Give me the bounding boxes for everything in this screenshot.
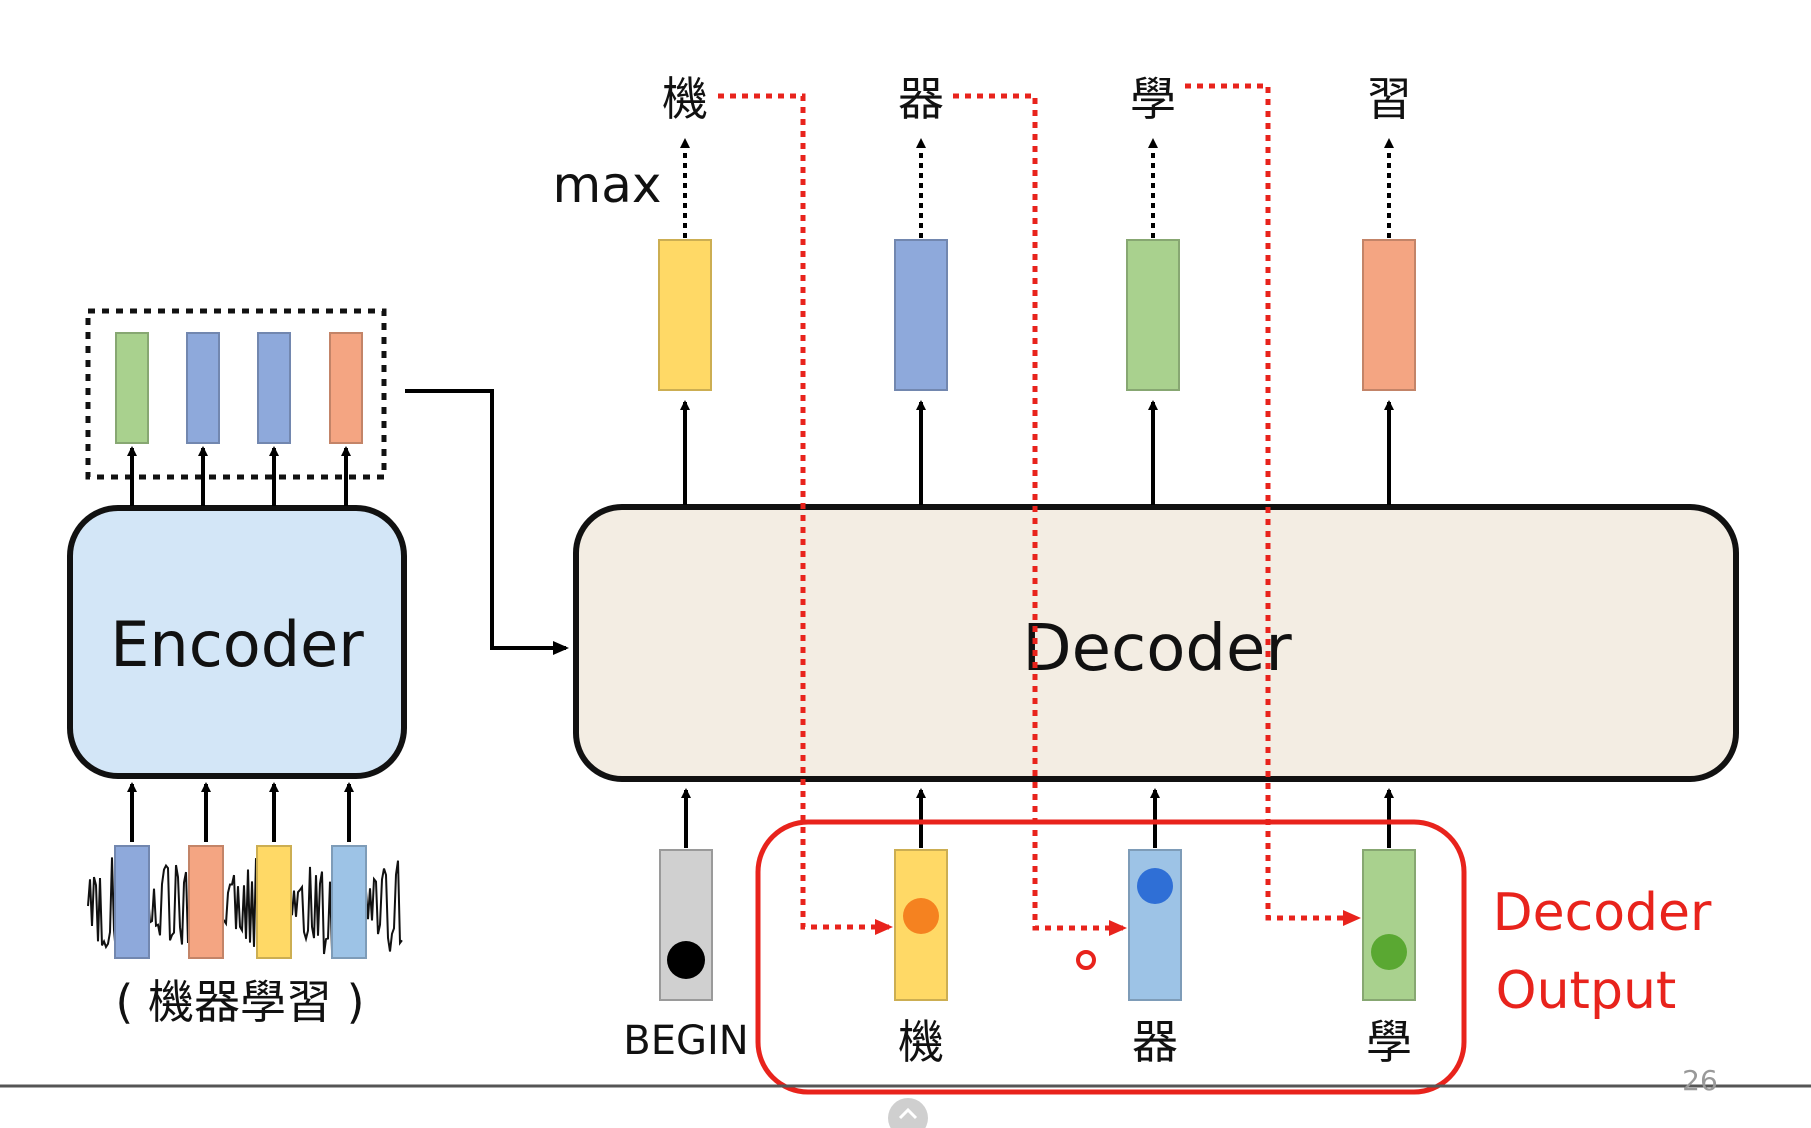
decoder-input-token-dot <box>1137 868 1173 904</box>
highlight-label-line2: Output <box>1496 961 1677 1021</box>
encoder-input-label: ( 機器學習 ) <box>115 975 364 1029</box>
chevron-up-icon <box>898 1107 918 1120</box>
encoder-label: Encoder <box>110 608 364 681</box>
decoder-input-token-dot <box>903 898 939 934</box>
encoder-output-vector <box>329 332 363 444</box>
decoder-input-arrows <box>681 788 1394 848</box>
encoder-input-vector <box>188 845 224 959</box>
decoder-input-vectors <box>659 849 1416 1001</box>
scroll-up-button[interactable] <box>888 1098 928 1128</box>
feedback-arrow <box>953 93 1127 936</box>
decoder-output-vectors <box>658 239 1416 391</box>
encoder-output-vectors <box>115 332 363 444</box>
decoder-output-tokens: 機器學習 <box>662 72 1412 126</box>
decoder-output-token: 器 <box>898 72 944 126</box>
encoder-output-vector <box>186 332 220 444</box>
encoder-to-decoder-connector <box>405 389 569 655</box>
decoder-output-arrows <box>680 138 1394 505</box>
decoder-output-token: 習 <box>1366 72 1412 126</box>
encoder-input-vector <box>331 845 367 959</box>
decoder-input-tokens: 機器學 <box>898 1015 1412 1069</box>
begin-label: BEGIN <box>623 1018 748 1064</box>
highlight-label-line1: Decoder <box>1493 883 1712 943</box>
encoder-output-vector <box>115 332 149 444</box>
decoder-input-vector <box>1362 849 1416 1001</box>
encoder-output-box <box>85 308 387 480</box>
slide-number: 26 <box>1682 1064 1718 1097</box>
decoder-output-token: 機 <box>662 72 708 126</box>
decoder-output-token: 學 <box>1130 72 1176 126</box>
encoder-output-arrows <box>127 446 351 506</box>
decoder-label: Decoder <box>1022 612 1292 686</box>
encoder-input-vector <box>256 845 292 959</box>
feedback-arrows <box>718 83 1361 936</box>
decoder-output-highlight-box <box>755 819 1467 1095</box>
decoder-input-token: 學 <box>1366 1015 1412 1069</box>
encoder-output-vector <box>257 332 291 444</box>
feedback-arrow <box>1185 83 1361 926</box>
decoder-input-token: 機 <box>898 1015 944 1069</box>
encoder-input-vectors <box>114 845 367 959</box>
cursor-indicator <box>1076 950 1096 970</box>
begin-token-dot <box>667 941 705 979</box>
decoder-output-vector <box>1126 239 1180 391</box>
encoder-input-vector <box>114 845 150 959</box>
decoder-output-vector <box>658 239 712 391</box>
decoder-output-vector <box>894 239 948 391</box>
encoder-block <box>67 505 407 779</box>
decoder-input-token: 器 <box>1132 1015 1178 1069</box>
encoder-input-arrows <box>127 782 354 842</box>
decoder-output-vector <box>1362 239 1416 391</box>
decoder-input-token-dot <box>1371 934 1407 970</box>
max-label: max <box>553 156 662 214</box>
decoder-block <box>573 504 1739 782</box>
